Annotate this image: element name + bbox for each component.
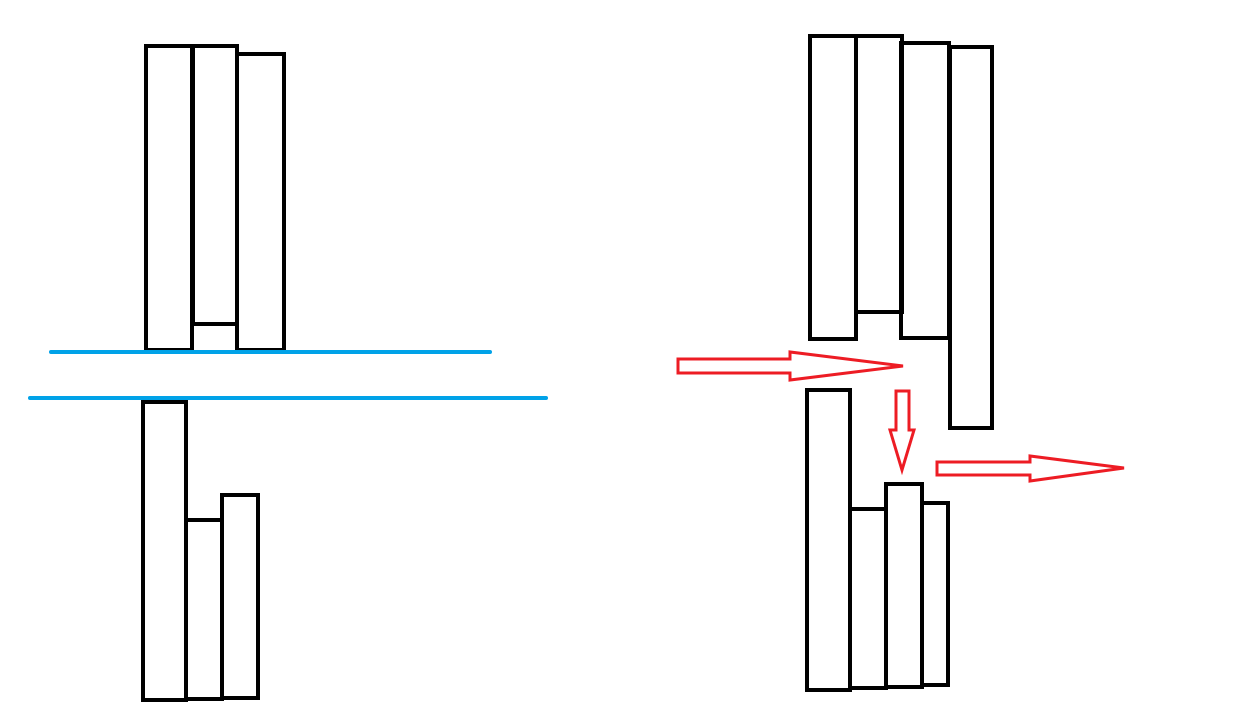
left-lower-box-3: [220, 493, 260, 700]
left-panel: [28, 44, 548, 702]
right-lower-group: [805, 388, 950, 692]
right-upper-box-1: [808, 34, 858, 341]
right-upper-box-2: [854, 34, 904, 314]
right-panel: [676, 34, 1125, 692]
right-upper-group: [808, 34, 994, 430]
arrows: [676, 350, 1125, 483]
left-lower-group: [141, 400, 260, 702]
right-lower-box-4: [920, 501, 950, 687]
right-lower-box-1: [805, 388, 852, 692]
left-upper-box-1: [144, 44, 194, 352]
down-arrow-icon: [887, 389, 917, 476]
left-upper-box-2: [191, 44, 239, 326]
right-upper-box-4: [948, 45, 994, 430]
right-lower-box-2: [848, 507, 888, 690]
left-upper-box-3: [235, 52, 286, 352]
left-lower-box-1: [141, 400, 188, 702]
boundary-lines: [28, 350, 548, 400]
left-upper-group: [144, 44, 286, 352]
right-arrow-icon: [935, 454, 1125, 483]
right-upper-box-3: [899, 41, 951, 340]
right-lower-box-3: [884, 482, 924, 689]
right-arrow-icon: [676, 350, 904, 382]
left-lower-box-2: [184, 518, 224, 701]
